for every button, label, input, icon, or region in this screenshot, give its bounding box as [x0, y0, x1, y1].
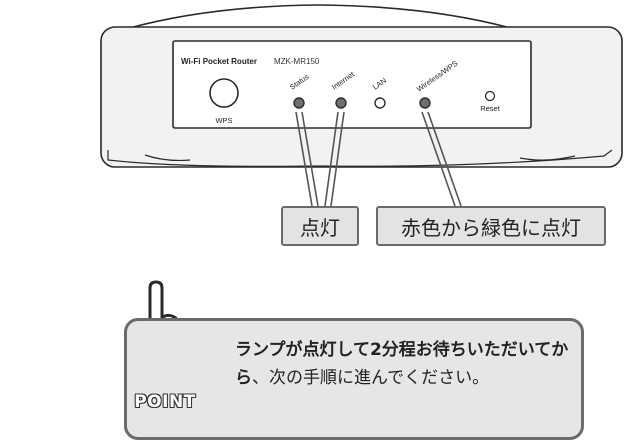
router-foot-left — [144, 154, 191, 162]
callout-red-to-green-text: 赤色から緑色に点灯 — [401, 215, 581, 240]
point-note-text: ランプが点灯して2分程お待ちいただいてから、次の手順に進んでください。 — [235, 336, 575, 392]
router-bottom-lip — [107, 149, 613, 167]
router-front-panel — [172, 40, 532, 129]
leader-wireless — [421, 111, 462, 207]
wps-button-label: WPS — [215, 116, 232, 125]
model-label: MZK-MR150 — [274, 57, 320, 66]
point-note-regular: 、次の手順に進んでください。 — [252, 368, 490, 388]
point-note-bold: ランプが点灯して2分程お待ちいただいてから — [235, 340, 569, 388]
wireless-led — [419, 97, 431, 109]
router-foot-right — [519, 155, 576, 161]
leader-internet — [324, 111, 345, 207]
internet-led — [335, 97, 347, 109]
reset-label: Reset — [480, 104, 501, 113]
leader-status — [295, 111, 319, 207]
leader-lines — [295, 111, 462, 207]
point-badge: POINT — [134, 392, 196, 413]
reset-button[interactable] — [484, 90, 496, 102]
status-led — [293, 97, 305, 109]
point-note-box — [124, 318, 584, 440]
brand-label: Wi-Fi Pocket Router — [181, 57, 257, 66]
wps-button[interactable] — [209, 78, 239, 108]
callout-lit: 点灯 — [281, 206, 359, 246]
callout-red-to-green: 赤色から緑色に点灯 — [376, 206, 606, 246]
router-top-shell — [111, 4, 529, 34]
lan-led — [374, 97, 386, 109]
callout-lit-text: 点灯 — [300, 215, 340, 240]
